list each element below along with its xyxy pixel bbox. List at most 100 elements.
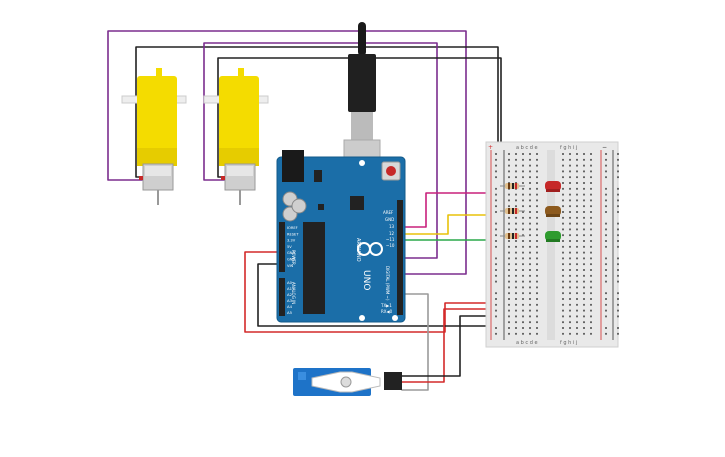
breadboard-hole[interactable] — [522, 187, 524, 190]
breadboard-hole[interactable] — [536, 216, 538, 219]
breadboard-hole[interactable] — [569, 245, 571, 248]
breadboard-hole[interactable] — [605, 309, 607, 312]
breadboard-hole[interactable] — [605, 164, 607, 167]
breadboard-hole[interactable] — [569, 269, 571, 271]
breadboard-hole[interactable] — [562, 193, 564, 196]
breadboard-hole[interactable] — [529, 332, 531, 335]
breadboard-hole[interactable] — [590, 327, 592, 329]
arduino-uno-board[interactable]: ARDUINO UNO DIGITAL (PWM ~) POWER ANALOG… — [276, 150, 406, 323]
breadboard-hole[interactable] — [590, 280, 592, 283]
breadboard-hole[interactable] — [508, 274, 510, 277]
breadboard-hole[interactable] — [617, 205, 619, 208]
breadboard-hole[interactable] — [508, 332, 510, 335]
breadboard-hole[interactable] — [569, 303, 571, 306]
breadboard-hole[interactable] — [569, 228, 571, 231]
breadboard-hole[interactable] — [576, 274, 578, 277]
resistor-3[interactable] — [500, 233, 525, 239]
breadboard-hole[interactable] — [605, 193, 607, 196]
breadboard-hole[interactable] — [536, 309, 538, 312]
breadboard-hole[interactable] — [529, 164, 531, 167]
breadboard-hole[interactable] — [605, 234, 607, 237]
breadboard-hole[interactable] — [583, 158, 585, 161]
breadboard-hole[interactable] — [536, 292, 538, 295]
breadboard-hole[interactable] — [536, 164, 538, 167]
micro-servo[interactable] — [293, 368, 402, 396]
breadboard-hole[interactable] — [583, 269, 585, 271]
breadboard-hole[interactable] — [590, 205, 592, 208]
breadboard-hole[interactable] — [536, 153, 538, 155]
breadboard-hole[interactable] — [583, 234, 585, 237]
breadboard-hole[interactable] — [515, 193, 517, 196]
breadboard-hole[interactable] — [522, 153, 524, 155]
breadboard-hole[interactable] — [536, 332, 538, 335]
breadboard-hole[interactable] — [569, 222, 571, 225]
breadboard-hole[interactable] — [522, 245, 524, 248]
breadboard-hole[interactable] — [508, 298, 510, 300]
breadboard-hole[interactable] — [576, 263, 578, 266]
breadboard-hole[interactable] — [590, 298, 592, 300]
breadboard-hole[interactable] — [617, 309, 619, 312]
breadboard-hole[interactable] — [495, 332, 497, 335]
breadboard-hole[interactable] — [617, 298, 619, 300]
breadboard-hole[interactable] — [515, 199, 517, 202]
breadboard-hole[interactable] — [617, 199, 619, 202]
breadboard-hole[interactable] — [529, 303, 531, 306]
breadboard-hole[interactable] — [508, 199, 510, 202]
breadboard-hole[interactable] — [590, 274, 592, 277]
breadboard-hole[interactable] — [617, 274, 619, 277]
breadboard-hole[interactable] — [583, 216, 585, 219]
breadboard-hole[interactable] — [617, 245, 619, 248]
breadboard-hole[interactable] — [569, 164, 571, 167]
breadboard-hole[interactable] — [515, 292, 517, 295]
breadboard-hole[interactable] — [562, 234, 564, 237]
breadboard-hole[interactable] — [569, 153, 571, 155]
breadboard-hole[interactable] — [569, 158, 571, 161]
breadboard-hole[interactable] — [536, 176, 538, 179]
breadboard-hole[interactable] — [576, 228, 578, 231]
breadboard-hole[interactable] — [605, 170, 607, 173]
breadboard-hole[interactable] — [522, 298, 524, 300]
breadboard-hole[interactable] — [562, 251, 564, 254]
breadboard-hole[interactable] — [522, 205, 524, 208]
breadboard-hole[interactable] — [495, 280, 497, 283]
breadboard-hole[interactable] — [562, 257, 564, 260]
breadboard-hole[interactable] — [617, 234, 619, 237]
breadboard-hole[interactable] — [583, 292, 585, 295]
breadboard-hole[interactable] — [495, 263, 497, 266]
breadboard-hole[interactable] — [529, 327, 531, 329]
breadboard-hole[interactable] — [562, 263, 564, 266]
breadboard-hole[interactable] — [583, 240, 585, 242]
breadboard-hole[interactable] — [569, 193, 571, 196]
breadboard-hole[interactable] — [605, 257, 607, 260]
breadboard-hole[interactable] — [495, 170, 497, 173]
breadboard-hole[interactable] — [536, 327, 538, 329]
breadboard-hole[interactable] — [617, 211, 619, 213]
breadboard-hole[interactable] — [515, 257, 517, 260]
breadboard-hole[interactable] — [508, 303, 510, 306]
breadboard-hole[interactable] — [590, 286, 592, 289]
breadboard-hole[interactable] — [562, 176, 564, 179]
breadboard-hole[interactable] — [605, 222, 607, 225]
breadboard-hole[interactable] — [508, 315, 510, 318]
breadboard-hole[interactable] — [536, 274, 538, 277]
breadboard-hole[interactable] — [495, 187, 497, 190]
breadboard-hole[interactable] — [576, 292, 578, 295]
breadboard-hole[interactable] — [495, 158, 497, 161]
breadboard-hole[interactable] — [515, 240, 517, 242]
breadboard-hole[interactable] — [576, 187, 578, 190]
breadboard-hole[interactable] — [583, 164, 585, 167]
breadboard-hole[interactable] — [617, 187, 619, 190]
breadboard-hole[interactable] — [515, 280, 517, 283]
breadboard-hole[interactable] — [515, 164, 517, 167]
breadboard-hole[interactable] — [522, 176, 524, 179]
breadboard-hole[interactable] — [508, 240, 510, 242]
breadboard-hole[interactable] — [569, 216, 571, 219]
breadboard-hole[interactable] — [536, 222, 538, 225]
breadboard-hole[interactable] — [605, 187, 607, 190]
breadboard-hole[interactable] — [536, 269, 538, 271]
breadboard-hole[interactable] — [617, 240, 619, 242]
breadboard-hole[interactable] — [590, 164, 592, 167]
led-green[interactable] — [545, 231, 561, 242]
breadboard-hole[interactable] — [529, 234, 531, 237]
breadboard-hole[interactable] — [508, 205, 510, 208]
